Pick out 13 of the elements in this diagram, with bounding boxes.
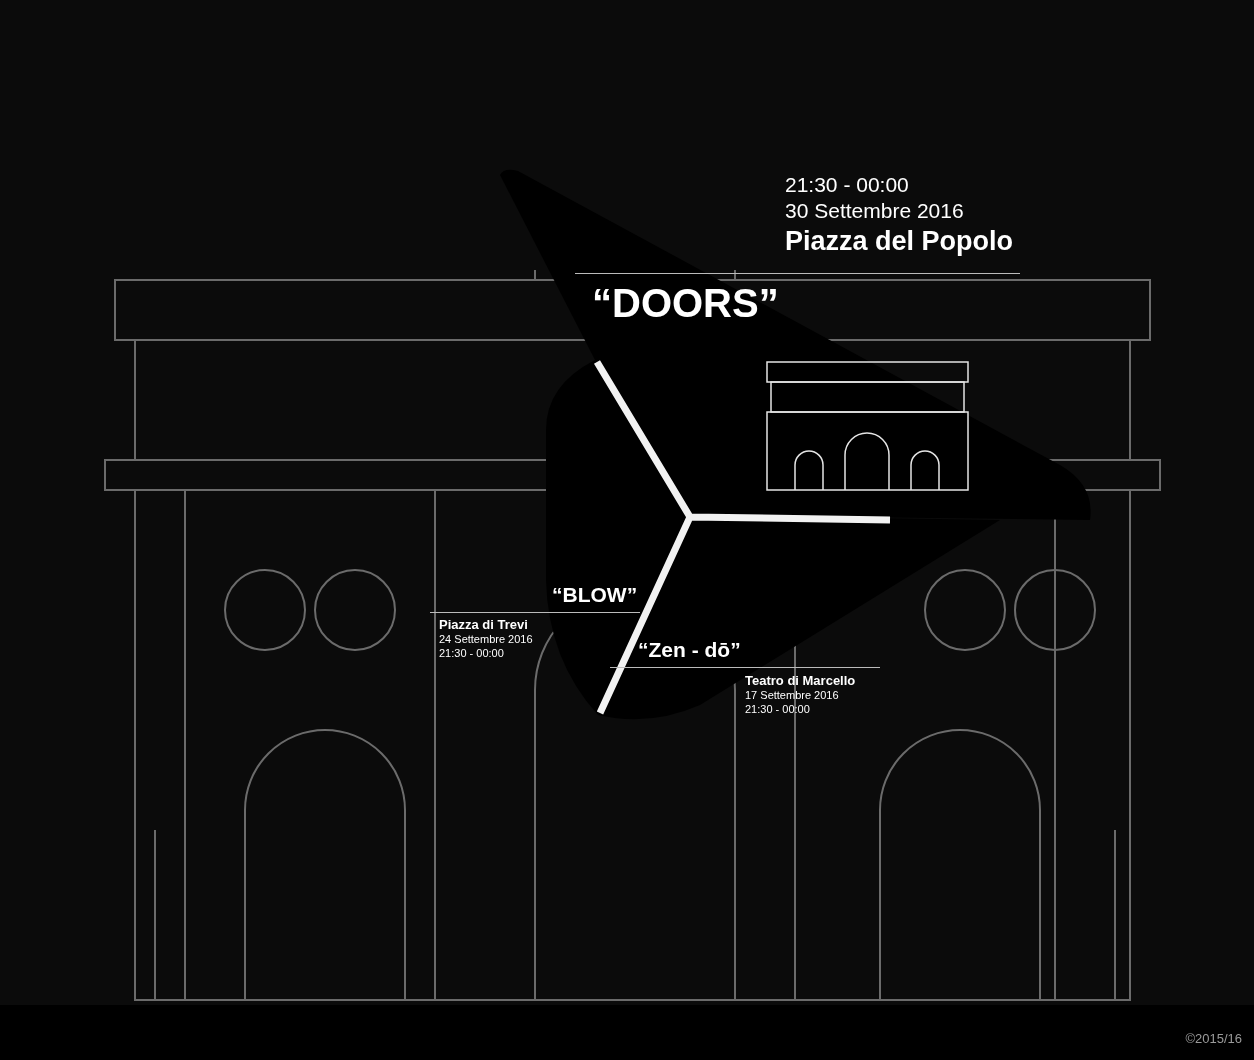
event-info: Piazza del Popolo [785,224,1014,258]
event-info: Piazza di Trevi [439,617,529,634]
segment-title: “DOORS” [592,283,779,323]
segment-title: “BLOW” [552,584,638,605]
event-info: 21:30 - 00:00 [439,647,505,661]
segment-title: “Zen - dō” [638,639,741,660]
event-info: 17 Settembre 2016 [745,689,840,703]
event-info: 30 Settembre 2016 [785,198,965,225]
copyright-text: ©2015/16 [1185,1029,1242,1048]
event-info: 21:30 - 00:00 [745,703,811,717]
event-info: Teatro di Marcello [745,673,856,690]
event-info: 21:30 - 00:00 [785,172,910,198]
event-info: 24 Settembre 2016 [439,633,533,647]
